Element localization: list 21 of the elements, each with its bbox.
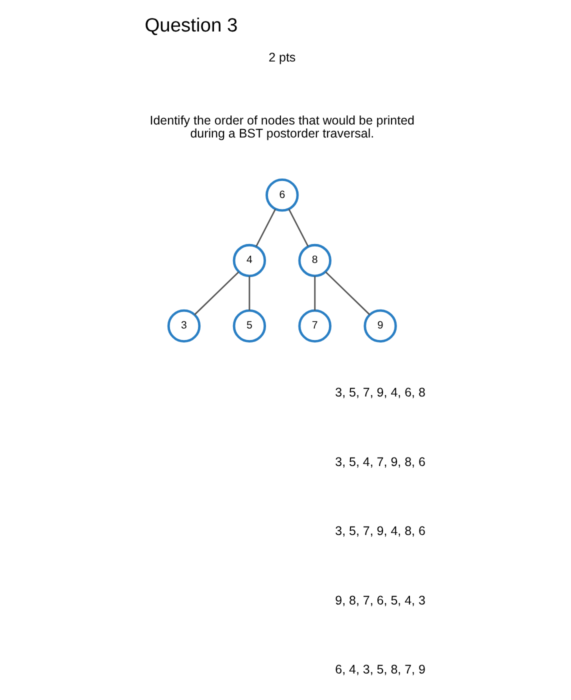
connector [314, 276, 316, 310]
label: 3, 5, 7, 9, 4, 6, 8 [334, 386, 425, 400]
label: Identify the order of nodes that would be printed during a BST postorder traversal. [149, 113, 414, 141]
connector [248, 276, 250, 310]
label: 9, 8, 7, 6, 5, 4, 3 [334, 593, 425, 608]
node-circle: 9 [363, 309, 396, 343]
label: 3, 5, 7, 9, 4, 8, 6 [334, 524, 425, 538]
connector [255, 208, 276, 247]
label: 6, 4, 3, 5, 8, 7, 9 [334, 662, 425, 677]
node-circle: 4 [232, 244, 266, 278]
node-circle: 8 [298, 244, 331, 278]
connector [288, 208, 308, 247]
label: 3, 5, 4, 7, 9, 8, 6 [334, 454, 425, 469]
connector [324, 271, 370, 316]
node-circle: 3 [166, 309, 200, 343]
node-circle: 7 [298, 309, 331, 343]
label: 2 pts [268, 50, 296, 65]
connector [194, 271, 239, 316]
node-circle: 6 [265, 178, 298, 212]
diagram-title: Question 3 [144, 15, 238, 36]
node-circle: 5 [232, 309, 266, 343]
